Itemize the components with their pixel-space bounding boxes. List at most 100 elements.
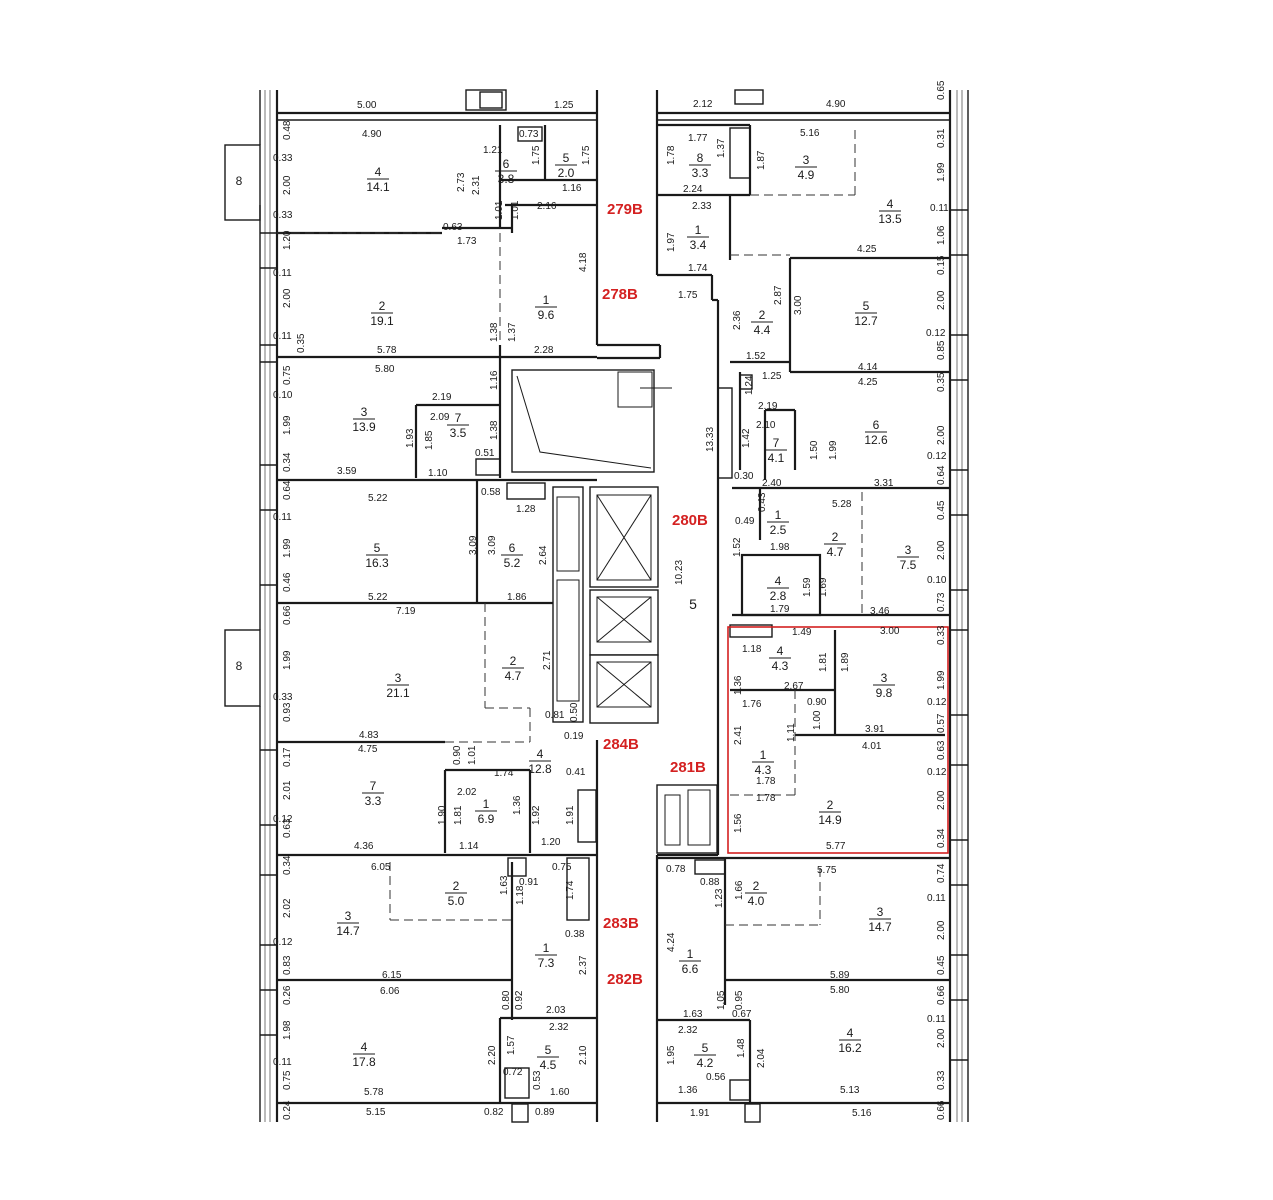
room-number: 2: [759, 308, 766, 322]
room-area: 3.8: [498, 172, 515, 186]
dimension-label: 1.11: [786, 723, 797, 742]
dimension-label: 0.93: [282, 702, 293, 722]
dimension-label: 0.26: [282, 985, 293, 1005]
highlight-flat-281: [727, 626, 949, 854]
dimension-label: 1.38: [489, 420, 500, 440]
room-number: 6: [503, 157, 510, 171]
dimension-label: 4.90: [826, 99, 846, 110]
room-area: 4.3: [755, 763, 772, 777]
dimension-label: 0.53: [532, 1070, 543, 1090]
dimension-label: 0.12: [927, 451, 947, 462]
dimension-label: 1.25: [554, 100, 574, 111]
room-number: 4: [777, 644, 784, 658]
dimension-label: 1.14: [459, 841, 479, 852]
room-area: 4.2: [697, 1056, 714, 1070]
dimension-label: 1.36: [678, 1085, 698, 1096]
dimension-label: 1.92: [531, 805, 542, 825]
dimension-label: 0.63: [936, 740, 947, 760]
dimension-label: 0.89: [535, 1107, 555, 1118]
corridor-length: 10.23: [674, 560, 685, 585]
dimension-label: 0.11: [273, 331, 292, 342]
corridor-number: 5: [689, 596, 697, 612]
room-area: 19.1: [370, 314, 394, 328]
dimension-label: 2.19: [432, 392, 452, 403]
dimension-label: 0.11: [273, 1057, 292, 1068]
room-number: 5: [374, 541, 381, 555]
room-number: 1: [543, 293, 550, 307]
dimension-label: 0.34: [282, 452, 293, 472]
room-number: 5: [545, 1043, 552, 1057]
dimension-label: 0.46: [282, 572, 293, 592]
dimension-label: 1.52: [746, 351, 766, 362]
room-number: 6: [873, 418, 880, 432]
dimension-label: 1.37: [507, 322, 518, 342]
dimension-label: 3.46: [870, 606, 890, 617]
dimension-label: 5.22: [368, 592, 388, 603]
dimension-label: 4.25: [857, 244, 877, 255]
dimension-label: 1.74: [565, 880, 576, 900]
dimension-label: 4.90: [362, 129, 382, 140]
dimension-label: 1.06: [936, 225, 947, 245]
dimension-label: 1.90: [437, 805, 448, 825]
dimension-label: 1.16: [562, 183, 582, 194]
dimension-label: 1.28: [516, 504, 536, 515]
room-area: 4.7: [827, 545, 844, 559]
dimension-label: 1.24: [744, 375, 755, 395]
dimension-label: 2.09: [430, 412, 450, 423]
dimension-label: 1.18: [742, 644, 762, 655]
room-area: 2.0: [558, 166, 575, 180]
dimension-label: 0.30: [734, 471, 754, 482]
dimension-label: 4.25: [858, 377, 878, 388]
room-number: 7: [370, 779, 377, 793]
dimension-label: 0.65: [936, 80, 947, 100]
dimension-label: 3.09: [487, 535, 498, 555]
dimension-label: 1.89: [840, 652, 851, 672]
dimension-label: 1.75: [531, 145, 542, 165]
dimension-label: 0.45: [936, 500, 947, 520]
room-area: 4.9: [798, 168, 815, 182]
room-area: 14.9: [818, 813, 842, 827]
dimension-label: 0.33: [936, 625, 947, 645]
room-area: 6.9: [478, 812, 495, 826]
dimension-label: 0.63: [443, 222, 463, 233]
room-number: 5: [702, 1041, 709, 1055]
dimension-label: 0.33: [273, 153, 293, 164]
dimension-label: 7.19: [396, 606, 416, 617]
flat-number: 282В: [607, 971, 643, 988]
dimension-label: 0.85: [936, 340, 947, 360]
dimension-label: 2.32: [678, 1025, 698, 1036]
dimension-label: 0.72: [503, 1067, 523, 1078]
flat-number: 280В: [672, 512, 708, 529]
dimension-label: 2.37: [578, 955, 589, 975]
dimension-label: 1.69: [818, 577, 829, 597]
dimension-label: 1.01: [467, 745, 478, 765]
dimension-label: 3.00: [793, 295, 804, 315]
dimension-label: 0.83: [282, 955, 293, 975]
room-area: 4.0: [748, 894, 765, 908]
dimension-label: 0.75: [282, 1070, 293, 1090]
dimension-label: 4.01: [862, 741, 882, 752]
dimension-label: 0.24: [282, 1100, 293, 1120]
room-area: 14.7: [336, 924, 360, 938]
dimension-label: 0.48: [282, 120, 293, 140]
dimension-label: 0.56: [706, 1072, 726, 1083]
dimension-label: 2.16: [537, 201, 557, 212]
dimension-label: 2.00: [936, 920, 947, 940]
central-core: [511, 90, 733, 1122]
dimension-label: 2.20: [487, 1045, 498, 1065]
room-number: 6: [509, 541, 516, 555]
dimension-label: 1.98: [770, 542, 790, 553]
dimension-label: 2.40: [762, 478, 782, 489]
room-area: 4.5: [540, 1058, 557, 1072]
dimension-label: 3.59: [337, 466, 357, 477]
dimension-label: 2.01: [282, 780, 293, 800]
dimension-label: 1.75: [581, 145, 592, 165]
dimension-label: 0.92: [514, 990, 525, 1010]
dimension-label: 1.18: [515, 885, 526, 905]
room-area: 3.5: [450, 426, 467, 440]
dimension-label: 0.90: [452, 745, 463, 765]
dimension-label: 3.91: [865, 724, 885, 735]
dimension-label: 1.99: [282, 538, 293, 558]
